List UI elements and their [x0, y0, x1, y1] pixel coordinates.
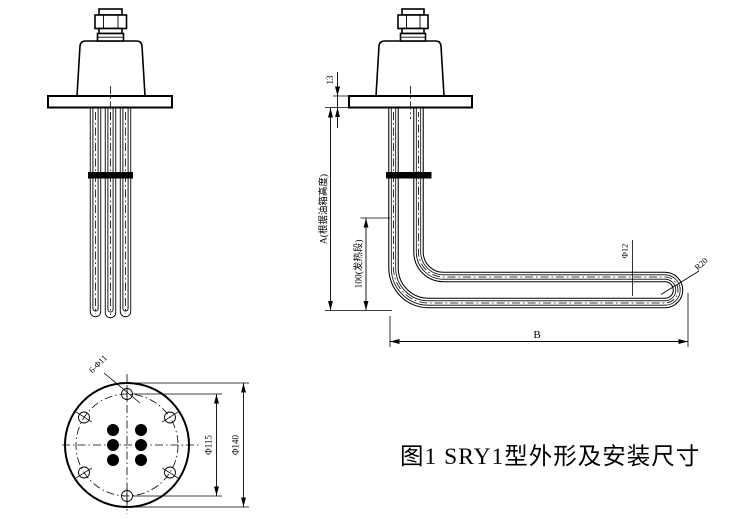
dim-label-flange-outer: Φ140 [231, 434, 241, 455]
dim-bolt-circle: Φ115 [133, 393, 222, 497]
tube-cross-sections [107, 424, 147, 466]
hairpin-tube [388, 107, 684, 309]
dim-label-bend-radius: R20 [692, 255, 709, 272]
figure-caption: 图1 SRY1型外形及安装尺寸 [400, 443, 700, 470]
dim-horizontal-length: B [389, 293, 689, 347]
clamp-band-front [88, 172, 133, 179]
mounting-flange-front [47, 95, 173, 109]
clamp-band-side [386, 172, 432, 179]
heating-tubes-front [89, 107, 132, 319]
dim-label-bolt-circle: Φ115 [204, 435, 214, 455]
dim-label-horizontal-length: B [533, 329, 540, 341]
dim-label-tube-diameter: Φ12 [620, 244, 630, 259]
dim-label-bolt-holes: 6-Φ11 [87, 353, 109, 375]
dim-tube-diameter: Φ12 [620, 240, 633, 296]
dim-label-immersion-depth: A(根据油箱高度) [318, 174, 330, 244]
dim-heating-section: 100(发热段) [353, 217, 390, 311]
dim-immersion-depth: A(根据油箱高度) [318, 108, 392, 311]
cable-gland-side [397, 8, 429, 42]
front-view [47, 8, 173, 319]
terminal-box-side [375, 40, 445, 97]
cable-gland-front [94, 8, 128, 42]
dim-flange-thickness: 13 [325, 72, 350, 128]
terminal-box-front [76, 40, 146, 97]
bolt-holes [75, 386, 179, 504]
side-view: 13 A(根据油箱高度) 100(发热段) B Φ12 R20 [318, 8, 710, 347]
dim-flange-outer: Φ140 [128, 382, 249, 508]
dim-label-flange-thickness: 13 [325, 75, 335, 85]
flange-view: 6-Φ11 Φ115 Φ140 [62, 353, 249, 514]
dim-label-heating-section: 100(发热段) [353, 239, 365, 288]
